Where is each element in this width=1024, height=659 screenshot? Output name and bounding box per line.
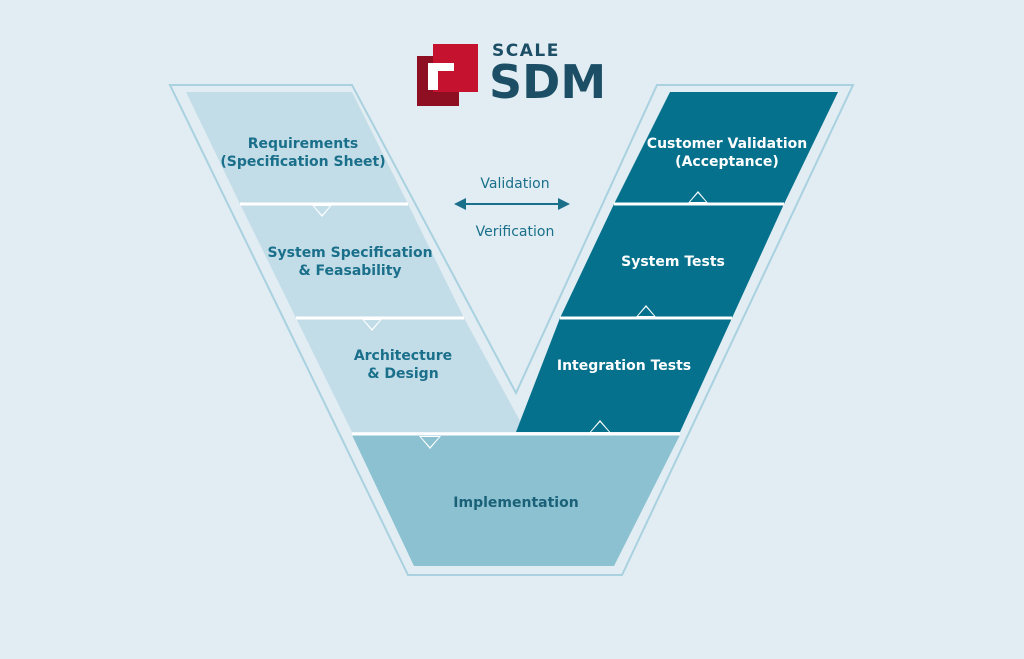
- integration-tests-label: Integration Tests: [556, 358, 692, 374]
- customer-validation-label: Customer Validation (Acceptance): [646, 136, 808, 170]
- scale-sdm-logo-mark: [417, 44, 478, 106]
- down-arrow-notch: [421, 437, 439, 447]
- architecture-label: Architecture & Design: [353, 348, 453, 382]
- verification-label: Verification: [475, 224, 555, 240]
- v-outline: [168, 84, 855, 576]
- up-arrow-notch: [591, 422, 609, 432]
- customer-validation-block: [614, 92, 838, 204]
- up-arrow-notch: [690, 193, 706, 202]
- system-tests-block: [560, 204, 784, 318]
- arrow-head-right-icon: [558, 198, 570, 210]
- logo-text-sdm: SDM: [489, 55, 607, 109]
- architecture-block: [296, 318, 526, 432]
- implementation-label: Implementation: [453, 495, 579, 511]
- system-tests-label: System Tests: [621, 254, 725, 270]
- system-specification-block: [240, 204, 464, 318]
- system-specification-label: System Specification & Feasability: [267, 245, 433, 279]
- implementation-block: [352, 435, 680, 566]
- requirements-label: Requirements (Specification Sheet): [220, 136, 386, 170]
- arrow-head-left-icon: [454, 198, 466, 210]
- down-arrow-notch: [314, 206, 330, 215]
- integration-tests-block: [516, 318, 732, 432]
- requirements-block: [186, 92, 408, 204]
- validation-label: Validation: [480, 176, 550, 192]
- up-arrow-notch: [638, 307, 654, 316]
- logo-text-scale: SCALE: [492, 41, 560, 61]
- down-arrow-notch: [364, 320, 380, 329]
